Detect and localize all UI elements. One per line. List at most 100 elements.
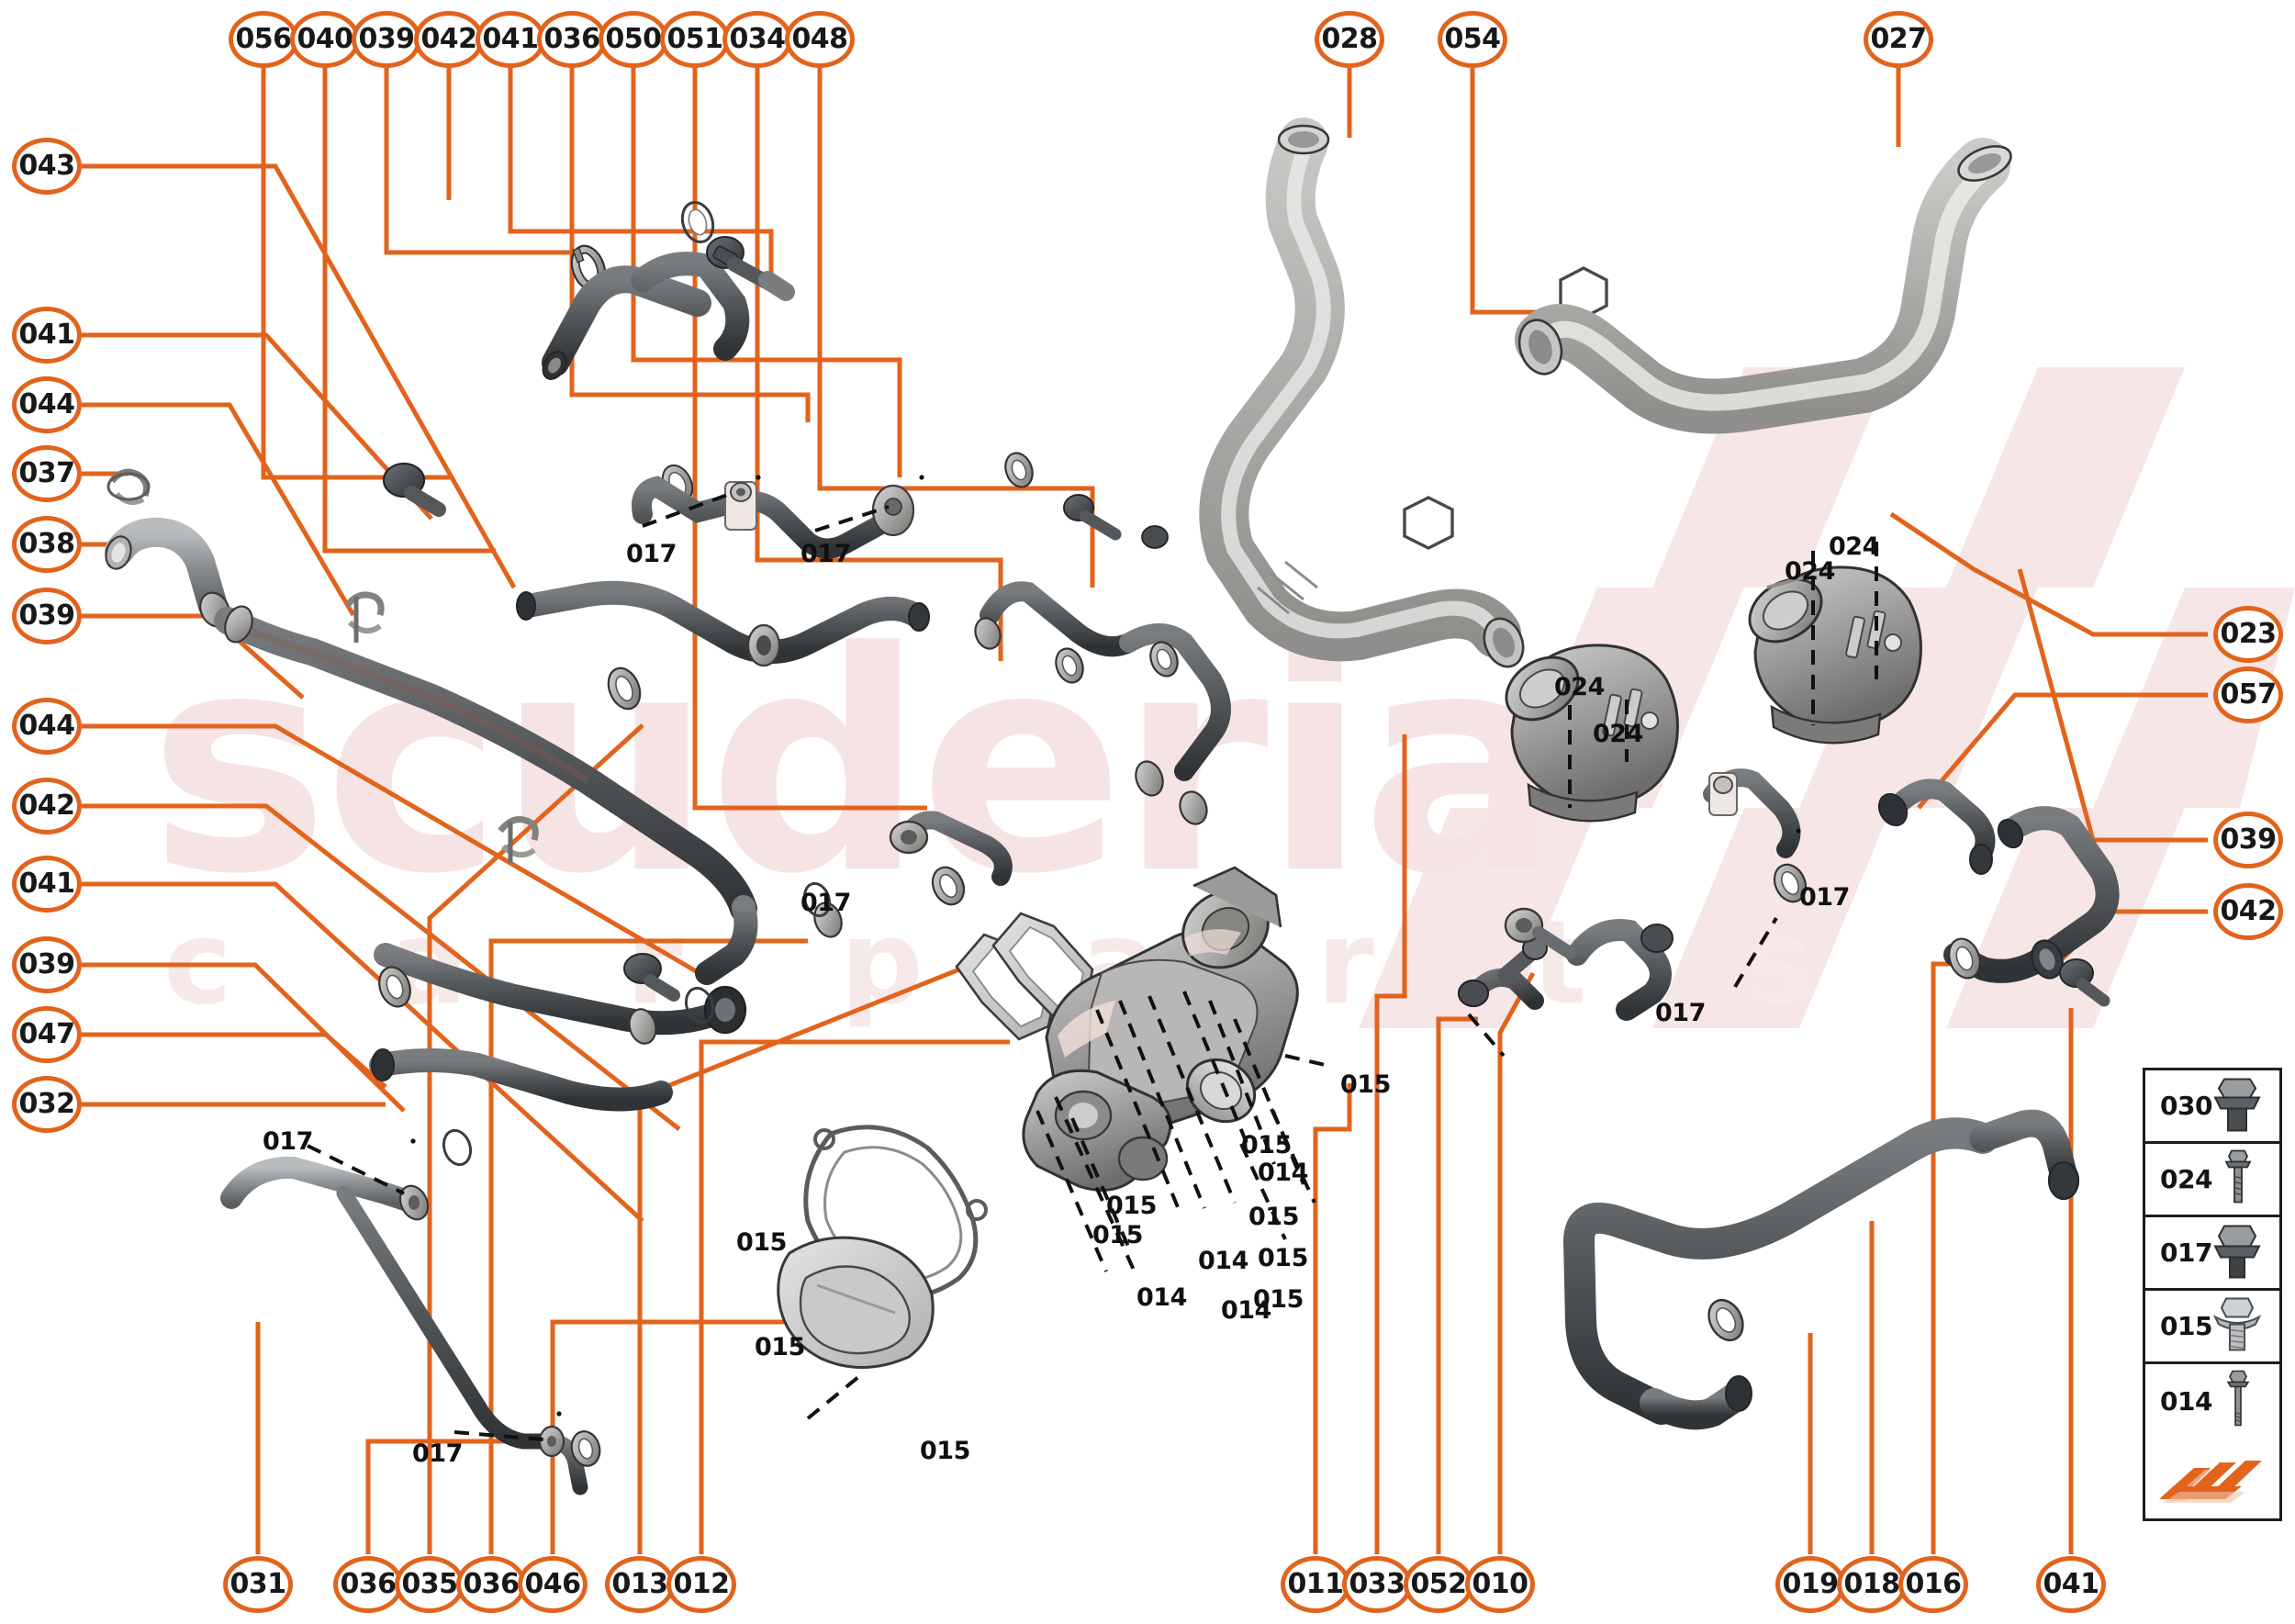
callout-number: 050 [605,23,662,55]
callout-bubble-018[interactable]: 018 [1837,1556,1907,1613]
legend-row-024[interactable]: 024 [2145,1144,2279,1217]
legend-row-015[interactable]: 015 [2145,1291,2279,1364]
callout-bubble-056[interactable]: 056 [229,11,298,68]
callout-number: 011 [1287,1568,1344,1600]
callout-bubble-027[interactable]: 027 [1864,11,1933,68]
legend-number: 024 [2160,1164,2212,1194]
callout-number: 036 [463,1568,520,1600]
callout-bubble-042[interactable]: 042 [2213,883,2283,940]
part-connector-050 [813,811,1013,938]
part-bracket-hose-036 [632,464,924,559]
callout-bubble-042[interactable]: 042 [414,11,484,68]
part-long-pipe-032 [220,1128,601,1495]
legend-row-017[interactable]: 017 [2145,1217,2279,1291]
callout-number: 039 [18,948,75,980]
inline-label-015: 015 [736,1228,787,1257]
callout-number: 039 [2220,823,2277,856]
callout-number: 057 [2220,678,2277,711]
callout-bubble-043[interactable]: 043 [12,138,82,195]
part-water-pump-011 [1022,866,1299,1192]
callout-bubble-034[interactable]: 034 [722,11,792,68]
callout-number: 041 [18,868,75,900]
callout-bubble-038[interactable]: 038 [12,516,82,573]
part-spring-clip-037 [106,468,151,505]
callout-number: 034 [729,23,786,55]
callout-number: 051 [666,23,723,55]
callout-number: 028 [1321,23,1378,55]
callout-bubble-037[interactable]: 037 [12,445,82,502]
callout-bubble-032[interactable]: 032 [12,1076,82,1133]
part-short-hoses-048 [974,452,1231,797]
callout-bubble-042[interactable]: 042 [12,778,82,834]
callout-number: 040 [297,23,353,55]
callout-number: 054 [1444,23,1501,55]
hex-flange-bolt-long-thin-icon [2208,1147,2267,1212]
inline-label-014: 014 [1136,1283,1187,1312]
legend-number: 015 [2160,1311,2212,1341]
fastener-legend-box: 030 024 017 015 014 [2143,1068,2282,1521]
callout-number: 012 [673,1568,730,1600]
part-hose-041-lower [374,943,747,1045]
callout-bubble-023[interactable]: 023 [2213,606,2283,663]
callout-bubble-031[interactable]: 031 [223,1556,293,1613]
callout-bubble-040[interactable]: 040 [290,11,360,68]
inline-label-017: 017 [800,540,851,568]
callout-bubble-052[interactable]: 052 [1404,1556,1473,1613]
callout-bubble-054[interactable]: 054 [1438,11,1507,68]
callout-number: 013 [611,1568,668,1600]
callout-bubble-041[interactable]: 041 [12,307,82,364]
part-bolt-041-top [706,236,795,301]
callout-number: 042 [420,23,477,55]
callout-bubble-019[interactable]: 019 [1775,1556,1845,1613]
callout-bubble-044[interactable]: 044 [12,698,82,755]
callout-bubble-047[interactable]: 047 [12,1006,82,1063]
part-long-hose-043 [516,580,930,667]
legend-row-014[interactable]: 014 [2145,1364,2279,1438]
callout-number: 047 [18,1018,75,1050]
hex-flange-bolt-short-icon [2208,1073,2267,1138]
bolt-leader-lines-pump [1036,991,1506,1277]
callout-number: 035 [401,1568,458,1600]
part-bolt-041-mid [623,953,680,1002]
callout-bubble-050[interactable]: 050 [599,11,668,68]
callout-bubble-041[interactable]: 041 [476,11,545,68]
callout-bubble-057[interactable]: 057 [2213,666,2283,723]
callout-bubble-033[interactable]: 033 [1342,1556,1412,1613]
callout-bubble-044[interactable]: 044 [12,376,82,433]
callout-bubble-051[interactable]: 051 [660,11,730,68]
part-thermostat-cover-035 [777,1236,935,1420]
inline-label-017: 017 [626,540,677,568]
hex-bolt-very-long-icon [2208,1369,2267,1434]
inline-label-017: 017 [1799,883,1850,912]
callout-bubble-016[interactable]: 016 [1898,1556,1968,1613]
part-bolt-041-left [382,462,446,517]
callout-number: 018 [1843,1568,1900,1600]
callout-bubble-036[interactable]: 036 [333,1556,403,1613]
callout-bubble-036[interactable]: 036 [537,11,607,68]
callout-bubble-028[interactable]: 028 [1315,11,1384,68]
callout-bubble-039[interactable]: 039 [12,588,82,644]
callout-bubble-012[interactable]: 012 [666,1556,736,1613]
inline-label-015: 015 [1340,1070,1391,1099]
part-elbow-hose-040 [542,252,750,380]
callout-bubble-041[interactable]: 041 [2036,1556,2106,1613]
callout-bubble-046[interactable]: 046 [518,1556,588,1613]
callout-bubble-048[interactable]: 048 [785,11,855,68]
callout-number: 041 [482,23,539,55]
legend-row-030[interactable]: 030 [2145,1070,2279,1144]
callout-bubble-010[interactable]: 010 [1465,1556,1535,1613]
callout-bubble-036[interactable]: 036 [456,1556,526,1613]
callout-bubble-039[interactable]: 039 [12,936,82,993]
callout-bubble-011[interactable]: 011 [1281,1556,1350,1613]
callout-bubble-035[interactable]: 035 [395,1556,465,1613]
callout-bubble-039[interactable]: 039 [352,11,421,68]
callout-number: 036 [340,1568,397,1600]
legend-logo-row [2145,1438,2279,1518]
inline-label-015: 015 [755,1333,805,1361]
part-elbow-hose-038 [105,517,230,628]
callout-bubble-041[interactable]: 041 [12,856,82,913]
callout-bubble-039[interactable]: 039 [2213,812,2283,868]
callout-bubble-013[interactable]: 013 [605,1556,675,1613]
inline-label-015: 015 [1092,1221,1143,1249]
part-oring-039-mid [684,986,715,1025]
